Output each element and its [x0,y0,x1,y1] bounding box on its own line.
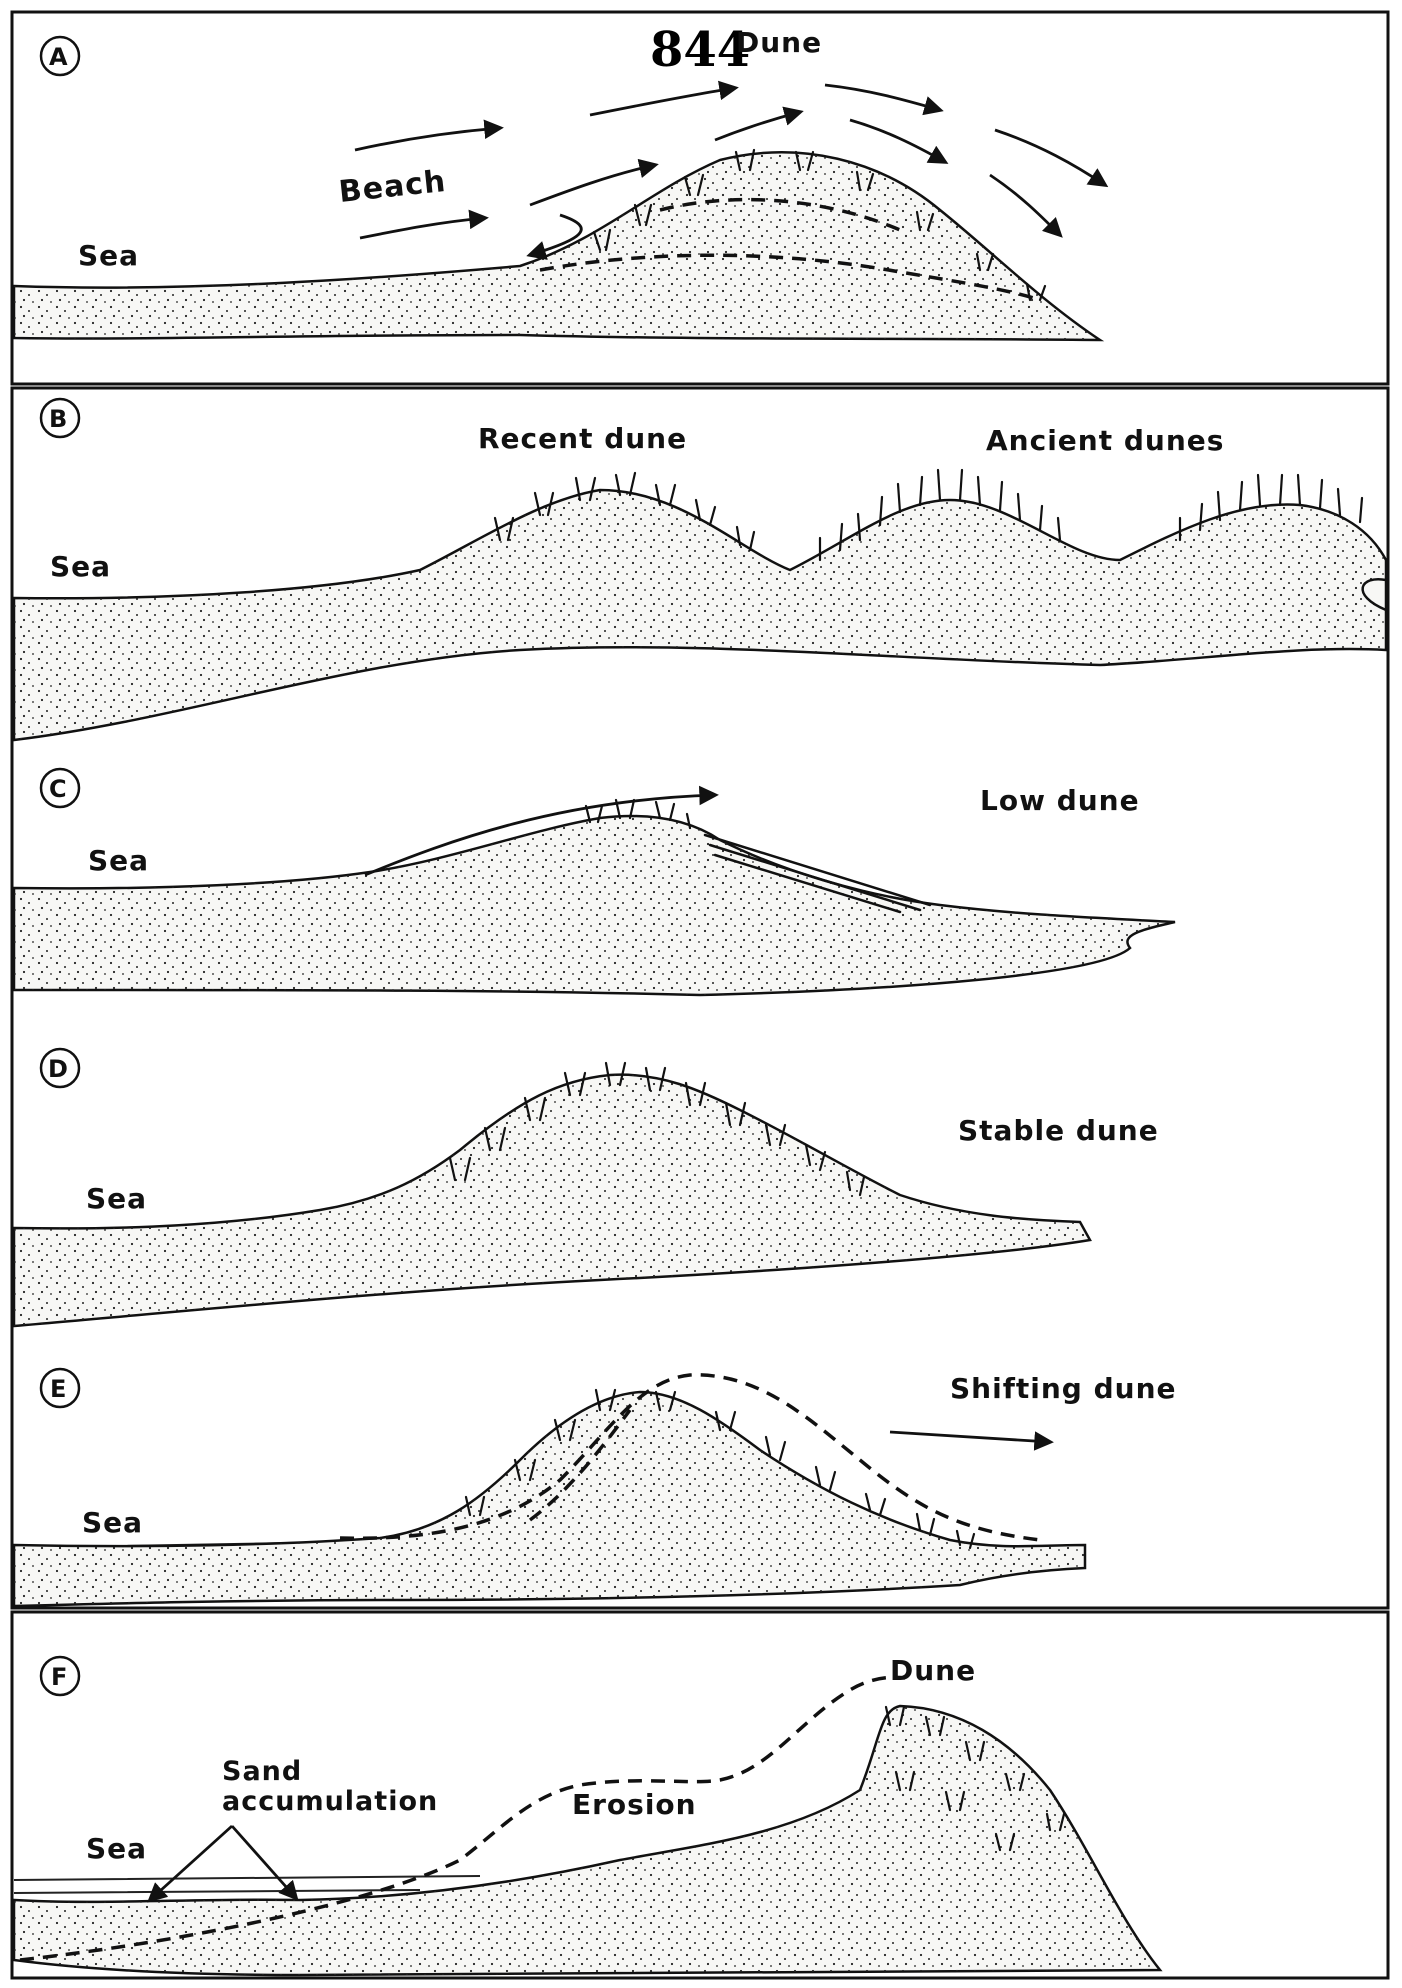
panel-e-movement-arrow [890,1432,1050,1442]
panel-e-letter: E [50,1375,66,1403]
panel-a-wind-arrow [360,218,485,238]
panel-f-sea-label: Sea [86,1832,147,1865]
panel-a-dune-label: Dune [736,26,822,59]
panel-d-title: Stable dune [958,1114,1159,1147]
panel-a-letter: A [49,43,68,71]
panel-a-wind-arrow [995,130,1105,185]
panel-a-beach-label: Beach [337,164,448,210]
panel-e-sea-label: Sea [82,1506,143,1539]
panel-a: A Sea Beach Dune [14,26,1105,340]
panel-c-sea-label: Sea [88,844,149,877]
panel-f-pointer-line [150,1826,232,1900]
panel-a-wind-arrow [990,175,1060,235]
panel-d-letter: D [48,1055,68,1083]
panel-c-title: Low dune [980,784,1140,817]
panel-f-sand-label-1: Sand [222,1756,302,1787]
panel-b-sea-label: Sea [50,550,111,583]
panel-a-wind-arrow [850,120,945,162]
panel-a-wind-arrow [715,112,800,140]
panel-a-wind-arrow [355,128,500,150]
panel-f-letter: F [51,1663,67,1691]
panel-d-sea-label: Sea [86,1182,147,1215]
panel-d: D Sea Stable dune [14,1049,1159,1326]
panel-f-dune-label: Dune [890,1654,976,1687]
panel-f-erosion-label: Erosion [572,1788,697,1821]
panel-e-title: Shifting dune [950,1372,1177,1405]
panel-c: C Sea Low dune [14,769,1175,995]
panel-f-sand-label-2: accumulation [222,1786,438,1817]
panel-b-ancient-label: Ancient dunes [986,424,1224,457]
panel-b-letter: B [49,405,67,433]
panel-a-sea-label: Sea [78,239,139,272]
panel-a-wind-arrow [825,85,940,110]
panel-e: E Sea Shifting dune [14,1369,1177,1606]
panel-f-pointer-line [232,1826,296,1898]
panel-a-wind-arrow [590,88,735,115]
panel-b-recent-label: Recent dune [478,422,687,455]
panel-c-letter: C [49,775,67,803]
panel-b: B Sea Recent dune Ancient dunes [14,399,1386,740]
panel-a-wind-arrow [530,165,655,205]
panel-f: F Sea Sand accumulation Erosion Dune [14,1654,1160,1975]
